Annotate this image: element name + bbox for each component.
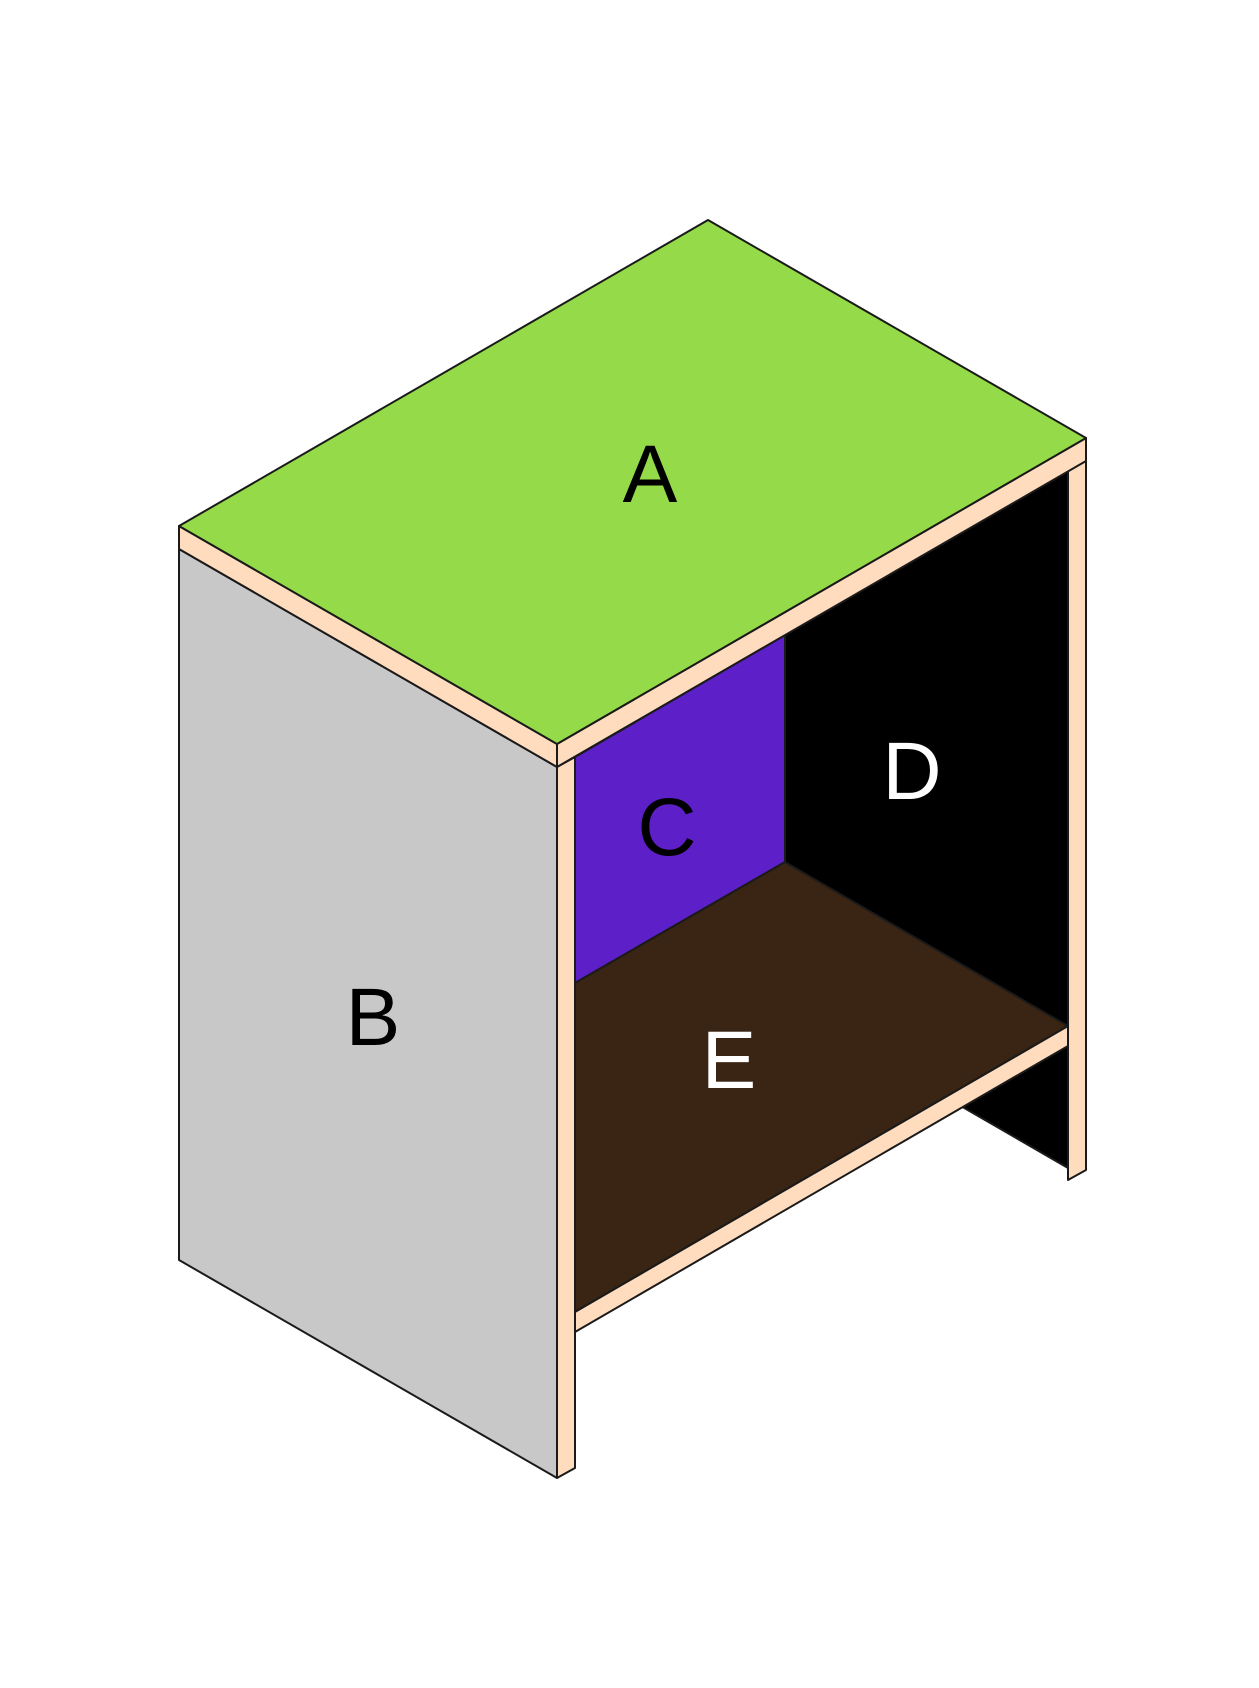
right-side-panel-edge	[1067, 449, 1087, 1181]
panel-b-label: B	[346, 972, 401, 1063]
panel-d-label: D	[882, 726, 941, 817]
panel-c-label: C	[637, 782, 696, 873]
panel-a-label: A	[623, 429, 678, 520]
panel-a	[178, 219, 1087, 745]
panel-e-label: E	[702, 1015, 757, 1106]
left-side-panel-edge	[556, 756, 576, 1479]
